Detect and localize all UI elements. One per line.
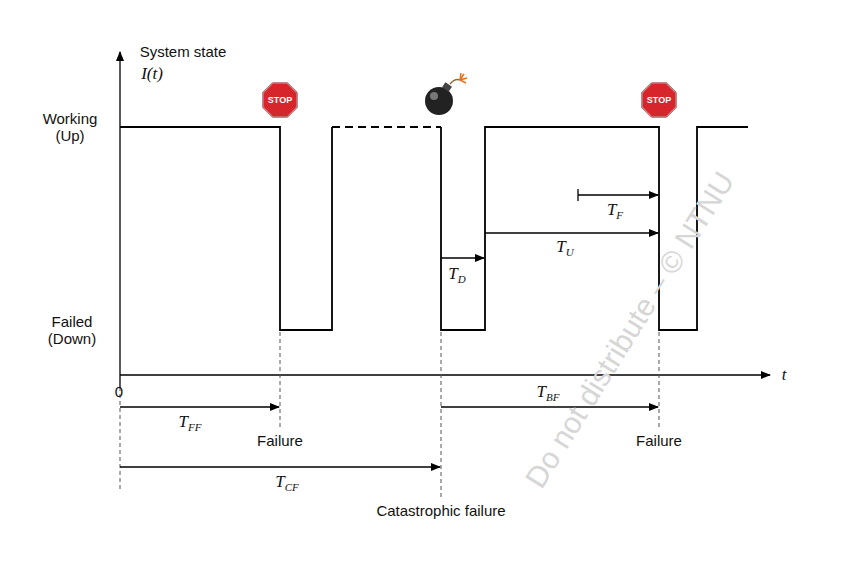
watermark: Do not distribute – © NTNU bbox=[519, 166, 742, 494]
state-signal bbox=[120, 127, 332, 330]
interval-label: TBF bbox=[537, 382, 560, 404]
axis-title: System state bbox=[140, 43, 227, 60]
interval-label: TU bbox=[556, 237, 573, 259]
stop-sign: STOP bbox=[262, 82, 298, 118]
state-level: Working (Up) bbox=[34, 110, 106, 145]
interval-label: TCF bbox=[275, 472, 299, 494]
guide-line bbox=[659, 332, 660, 428]
interval-label: TFF bbox=[179, 412, 202, 434]
state-signal-dashed bbox=[332, 126, 441, 128]
axis-origin: 0 bbox=[115, 383, 123, 400]
sign-text: STOP bbox=[262, 82, 298, 118]
interval-arrow bbox=[120, 406, 279, 407]
state-level: Failed (Down) bbox=[36, 313, 108, 348]
event-label: Failure bbox=[257, 432, 303, 449]
axis-symbol: I(t) bbox=[141, 64, 163, 84]
y-axis bbox=[119, 52, 120, 388]
stop-sign: STOP bbox=[641, 82, 677, 118]
guide-line bbox=[441, 332, 442, 497]
x-axis bbox=[120, 374, 770, 375]
interval-arrow bbox=[120, 466, 440, 467]
interval-label: TF bbox=[607, 200, 623, 222]
axis-symbol: t bbox=[782, 365, 787, 385]
guide-line bbox=[280, 332, 281, 428]
interval-arrow bbox=[578, 194, 658, 195]
bomb-icon bbox=[425, 73, 467, 115]
interval-tick bbox=[577, 189, 578, 201]
sign-text: STOP bbox=[641, 82, 677, 118]
event-label: Catastrophic failure bbox=[376, 502, 505, 519]
interval-arrow bbox=[441, 406, 658, 407]
interval-arrow bbox=[485, 232, 658, 233]
event-label: Failure bbox=[636, 432, 682, 449]
interval-label: TD bbox=[448, 264, 465, 286]
interval-arrow bbox=[441, 257, 484, 258]
